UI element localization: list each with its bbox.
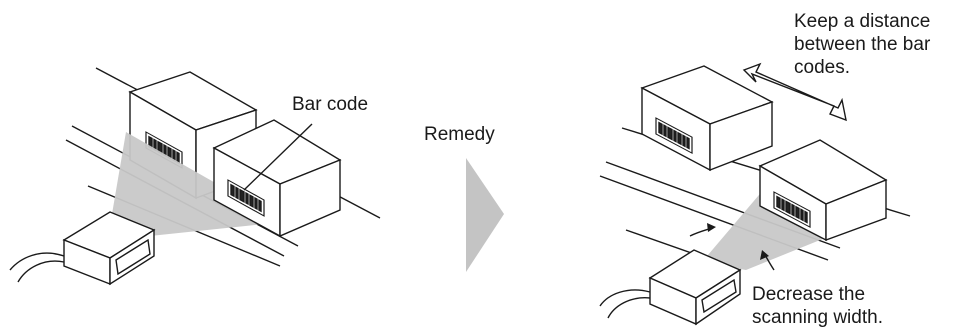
decrease-width-line-1: Decrease the (752, 284, 866, 305)
right-scene (599, 62, 911, 326)
keep-distance-label: Keep a distance between the bar codes. (794, 10, 930, 79)
right-scanner-cable (599, 289, 651, 319)
right-box-back (640, 65, 774, 172)
left-scanner-cable (9, 252, 65, 283)
left-scene (9, 67, 381, 286)
right-box-front (758, 139, 888, 242)
distance-arrow (742, 62, 847, 122)
right-scanner (648, 249, 742, 326)
narrow-arrowhead-right (760, 250, 769, 260)
keep-distance-line-1: Keep a distance (794, 11, 931, 32)
keep-distance-line-2: between the bar (794, 34, 931, 55)
narrow-arrowhead-left (707, 223, 716, 232)
barcode-callout-line (243, 123, 313, 191)
left-scanner (62, 211, 156, 286)
left-box-back (128, 71, 258, 200)
bar-code-label: Bar code (292, 94, 369, 115)
remedy-arrow (466, 158, 504, 272)
keep-distance-line-3: codes. (794, 57, 850, 78)
left-box-front (212, 119, 342, 238)
remedy-label: Remedy (424, 124, 495, 145)
right-scan-beam (702, 182, 830, 270)
decrease-width-line-2: scanning width. (752, 307, 883, 328)
decrease-width-label: Decrease the scanning width. (752, 283, 883, 329)
